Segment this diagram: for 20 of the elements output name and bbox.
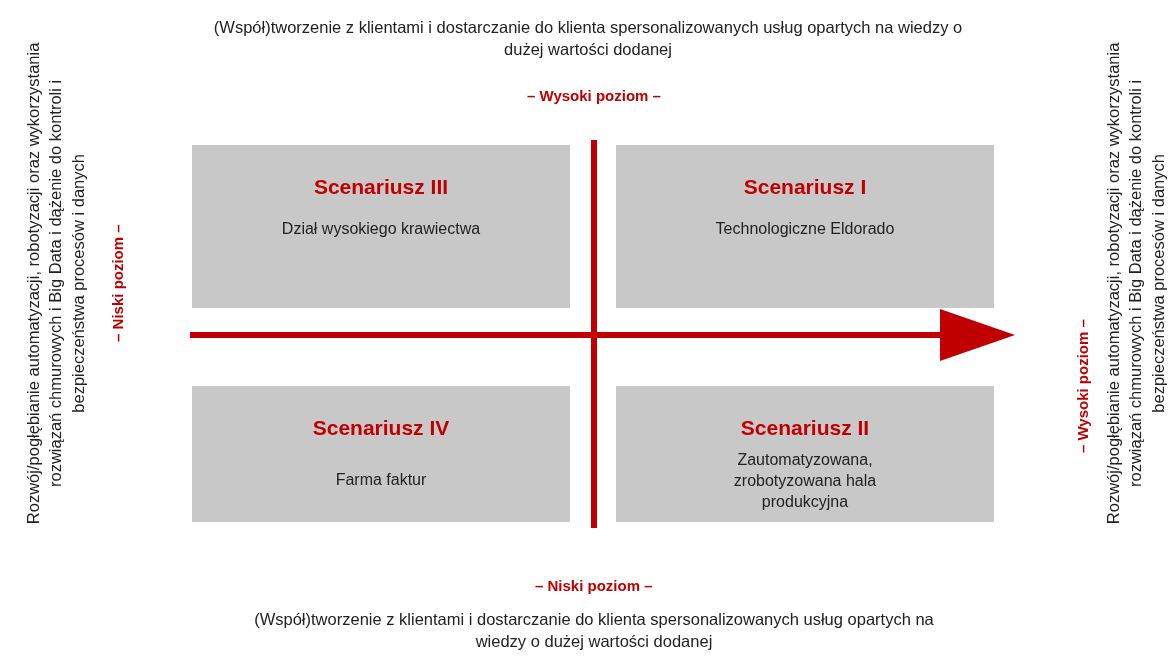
scenario-title: Scenariusz II <box>740 416 870 440</box>
axis-description: (Współ)tworzenie z klientami i dostarczanie do klienta spersonalizowanych usług opartych na wiedzy o dużej wartości dodanej <box>212 16 964 60</box>
level-label: – Niski poziom – <box>535 576 653 596</box>
scenario-description: Farma faktur <box>335 470 427 490</box>
scenario-description: Dział wysokiego krawiectwa <box>281 219 481 239</box>
level-label: – Wysoki poziom – <box>527 86 661 106</box>
level-label: – Niski poziom – <box>107 224 127 342</box>
scenario-title: Scenariusz IV <box>312 416 450 440</box>
axis-description: (Współ)tworzenie z klientami i dostarczanie do klienta spersonalizowanych usług opartych na wiedzy o dużej wartości dodanej <box>253 608 935 652</box>
level-label: – Wysoki poziom – <box>1072 319 1092 454</box>
scenario-title: Scenariusz III <box>313 175 449 199</box>
scenario-box <box>616 145 994 308</box>
scenario-description: Technologiczne Eldorado <box>715 219 895 239</box>
axis-description: Rozwój/pogłębianie automatyzacji, robotyzacji oraz wykorzystania rozwiązań chmurowych i Big Data i dążenie do kontroli i bezpieczeństwa procesów i danych <box>22 41 88 526</box>
scenario-title: Scenariusz I <box>743 175 867 199</box>
scenario-box <box>192 386 570 522</box>
axis-description: Rozwój/pogłębianie automatyzacji, robotyzacji oraz wykorzystania rozwiązań chmurowych i Big Data i dążenie do kontroli i bezpieczeństwa procesów i danych <box>1102 41 1168 526</box>
scenario-box <box>616 386 994 522</box>
scenario-description: Zautomatyzowana, zrobotyzowana hala produkcyjna <box>732 450 878 512</box>
scenario-box <box>192 145 570 308</box>
